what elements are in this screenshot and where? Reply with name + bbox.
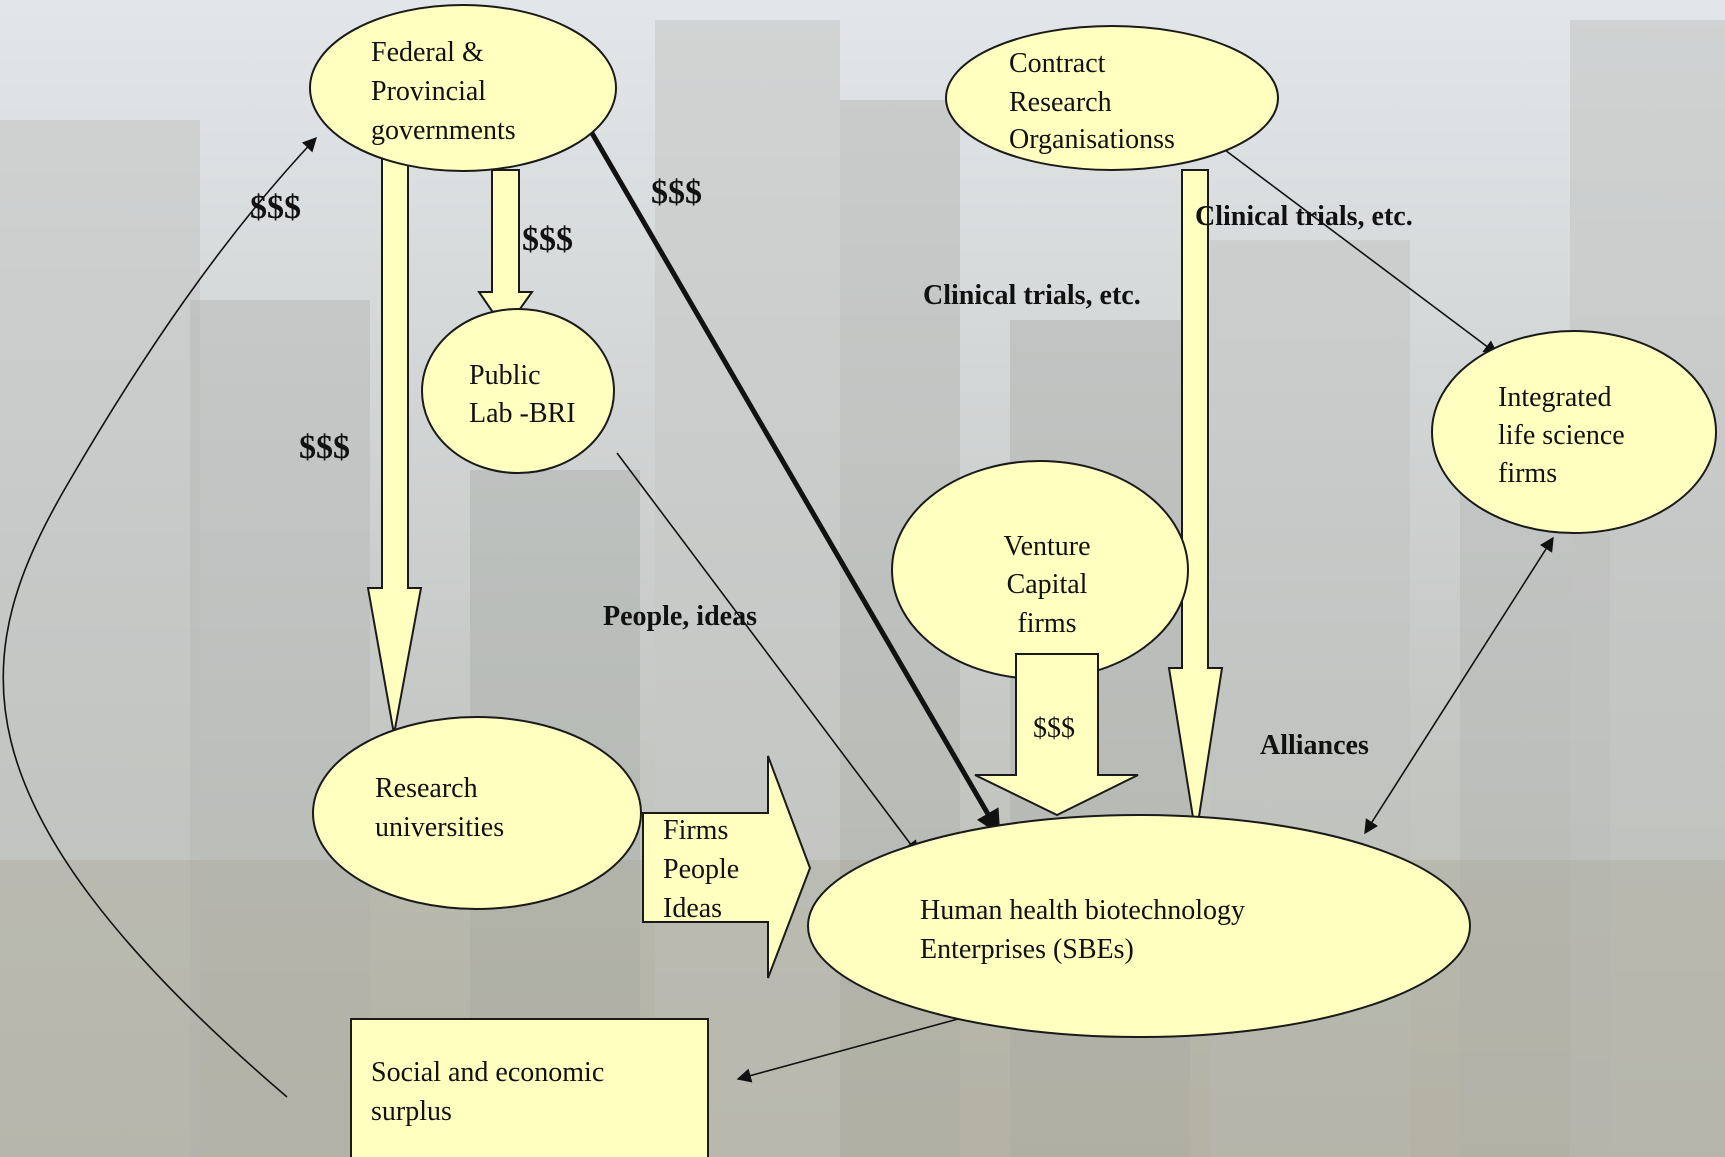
venture-line-3: firms [1017,608,1076,639]
svg-text:Social and economic: Social and economic [371,1057,604,1088]
sbe-line-2: Enterprises (SBEs) [920,934,1134,965]
government-to-sbe-thick-arrow [586,126,1002,836]
svg-text:$$$: $$$ [250,189,301,226]
node-cro: Contract Research Organisationss [945,25,1279,171]
svg-text:surplus: surplus [371,1096,452,1127]
surplus-line-2: surplus [371,1096,452,1127]
svg-text:Research: Research [1009,87,1112,118]
cro-line-2: Research [1009,87,1112,118]
governments-line-2: Provincial [371,76,486,107]
svg-text:life science: life science [1498,420,1625,451]
svg-text:Human health biotechnology: Human health biotechnology [920,895,1245,926]
node-public-lab: Public Lab -BRI [421,308,615,474]
integrated-line-1: Integrated [1498,382,1612,413]
univ-to-sbe-label-2: People [663,854,739,885]
governments-line-3: governments [371,115,516,146]
alliances-label: Alliances [1260,730,1369,761]
venture-to-sbe-block-arrow [974,653,1139,817]
universities-line-2: universities [375,812,504,843]
svg-text:Venture: Venture [1003,531,1090,562]
cro-to-sbe-block-arrow [1167,169,1224,837]
node-venture-capital: Venture Capital firms [891,460,1189,680]
surplus-to-government-curve [2,136,317,1098]
universities-line-1: Research [375,773,478,804]
svg-text:Contract: Contract [1009,48,1106,79]
sbe-to-surplus-line [736,1018,959,1083]
svg-text:Alliances: Alliances [1260,730,1369,761]
svg-text:People, ideas: People, ideas [603,601,757,632]
svg-text:firms: firms [1017,608,1076,639]
cro-line-1: Contract [1009,48,1106,79]
gov-to-sbe-label: $$$ [651,174,702,211]
venture-line-1: Venture [1003,531,1090,562]
cro-to-integrated-line [1224,149,1499,355]
svg-text:universities: universities [375,812,504,843]
univ-to-sbe-label-1: Firms [663,815,728,846]
venture-line-2: Capital [1007,569,1088,600]
svg-text:Lab -BRI: Lab -BRI [469,398,576,429]
svg-text:People: People [663,854,739,885]
public-lab-line-2: Lab -BRI [469,398,576,429]
public-lab-line-1: Public [469,360,541,391]
svg-text:firms: firms [1498,458,1557,489]
gov-to-univ-label: $$$ [299,429,350,466]
alliances-double-arrow [1364,536,1554,835]
node-sbe: Human health biotechnology Enterprises (… [807,814,1471,1038]
svg-text:governments: governments [371,115,516,146]
svg-text:$$$: $$$ [651,174,702,211]
integrated-line-2: life science [1498,420,1625,451]
sbe-line-1: Human health biotechnology [920,895,1245,926]
svg-text:$$$: $$$ [1033,713,1075,744]
svg-text:Provincial: Provincial [371,76,486,107]
cro-line-3: Organisationss [1009,124,1175,155]
governments-line-1: Federal & [371,37,484,68]
svg-text:Enterprises (SBEs): Enterprises (SBEs) [920,934,1134,965]
svg-text:Clinical trials, etc.: Clinical trials, etc. [1195,201,1413,232]
univ-to-sbe-label-3: Ideas [663,893,722,924]
lab-to-sbe-line [616,452,919,856]
svg-text:$$$: $$$ [299,429,350,466]
government-to-university-block-arrow [366,149,423,735]
cro-to-sbe-label: Clinical trials, etc. [923,280,1141,311]
surplus-to-gov-label: $$$ [250,189,301,226]
svg-text:Federal &: Federal & [371,37,484,68]
gov-to-lab-label: $$$ [522,221,573,258]
node-research-universities: Research universities [312,716,642,910]
node-social-surplus: Social and economic surplus [350,1018,709,1157]
node-integrated-firms: Integrated life science firms [1431,330,1717,534]
svg-text:Capital: Capital [1007,569,1088,600]
svg-text:Firms: Firms [663,815,728,846]
cro-to-integrated-label: Clinical trials, etc. [1195,201,1413,232]
integrated-line-3: firms [1498,458,1557,489]
university-to-sbe-block-arrow [642,755,812,979]
svg-text:Research: Research [375,773,478,804]
svg-text:Clinical trials, etc.: Clinical trials, etc. [923,280,1141,311]
vc-to-sbe-label: $$$ [1033,713,1075,744]
svg-text:$$$: $$$ [522,221,573,258]
svg-text:Public: Public [469,360,541,391]
svg-text:Integrated: Integrated [1498,382,1612,413]
svg-text:Organisationss: Organisationss [1009,124,1175,155]
svg-text:Ideas: Ideas [663,893,722,924]
node-governments: Federal & Provincial governments [309,4,617,172]
surplus-line-1: Social and economic [371,1057,604,1088]
lab-to-sbe-label: People, ideas [603,601,757,632]
